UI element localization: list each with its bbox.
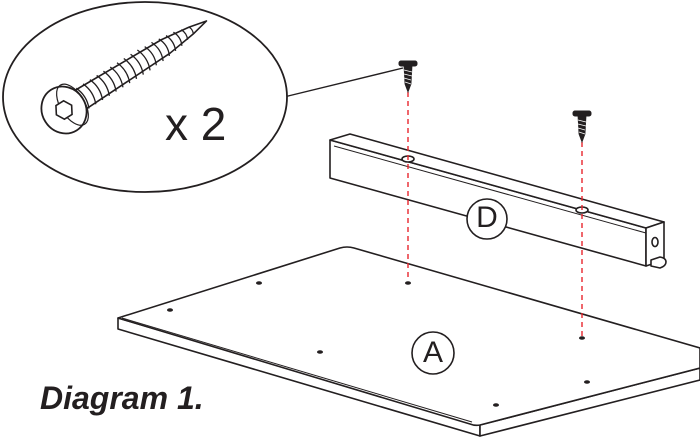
enlarged-screw-threads: [75, 26, 194, 109]
pilot-hole: [317, 350, 323, 354]
part-label-circle-a: [411, 331, 455, 375]
pilot-hole: [493, 403, 499, 407]
panel-a-holes: [167, 281, 590, 407]
guide-lines: [407, 92, 583, 336]
part-label-a: A: [422, 336, 443, 369]
dowel-pin: [650, 256, 667, 269]
rail-d-ridge: [333, 145, 647, 234]
pilot-hole: [167, 308, 173, 312]
panel-a: [117, 246, 700, 437]
screw-head: [572, 110, 592, 117]
screw-right: [572, 110, 592, 144]
rail-end-hole: [651, 236, 659, 248]
enlarged-screw: [40, 20, 208, 135]
callout-leader: [283, 67, 404, 98]
diagram-caption: Diagram 1.: [40, 380, 204, 416]
screw-callout: [2, 1, 404, 193]
part-label-d: D: [476, 201, 498, 234]
pilot-hole: [405, 281, 411, 285]
screw-left: [398, 60, 418, 94]
pilot-hole: [584, 380, 590, 384]
panel-a-top: [117, 246, 700, 427]
pilot-hole: [579, 336, 585, 340]
part-label-circle-d: [466, 198, 508, 240]
hex-socket-icon: [55, 99, 73, 121]
pilot-hole: [256, 281, 262, 285]
screw-thread: [577, 119, 587, 135]
screw-head: [398, 60, 418, 67]
callout-bubble: [2, 1, 288, 193]
enlarged-screw-shank: [69, 20, 208, 113]
panel-a-bevel: [121, 317, 473, 423]
screw-thread: [403, 69, 413, 85]
screw-quantity: x 2: [165, 98, 227, 150]
